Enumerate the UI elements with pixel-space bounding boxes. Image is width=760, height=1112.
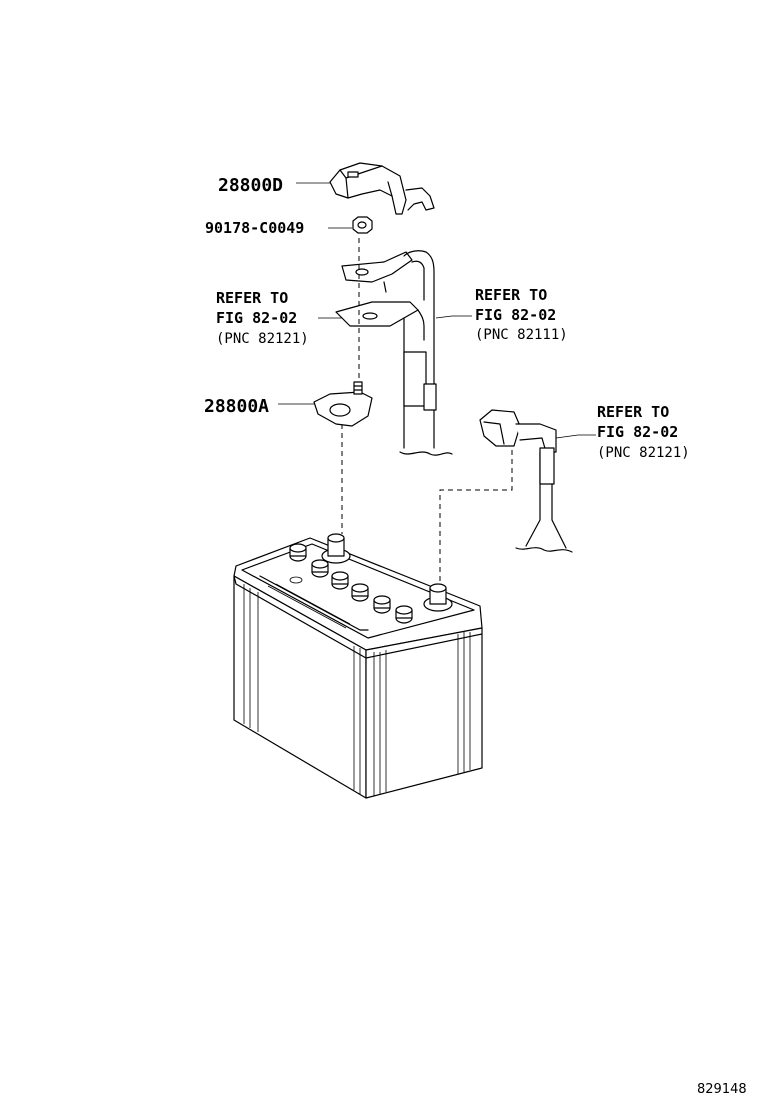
- svg-text:FIG 82-02: FIG 82-02: [597, 423, 678, 441]
- reference-note-center[interactable]: REFER TO FIG 82-02 (PNC 82111): [475, 286, 568, 343]
- svg-text:REFER TO: REFER TO: [216, 289, 288, 307]
- positive-cable: [399, 250, 453, 456]
- callout-90178-C0049[interactable]: 90178-C0049: [205, 219, 304, 237]
- svg-text:FIG 82-02: FIG 82-02: [216, 309, 297, 327]
- terminal-cover-part: [329, 162, 435, 215]
- svg-text:FIG 82-02: FIG 82-02: [475, 306, 556, 324]
- battery-terminal-posts: [321, 533, 453, 612]
- svg-text:(PNC 82121): (PNC 82121): [597, 445, 690, 461]
- svg-text:(PNC 82111): (PNC 82111): [475, 327, 568, 343]
- reference-note-left[interactable]: REFER TO FIG 82-02 (PNC 82121): [216, 289, 309, 347]
- svg-text:(PNC 82121): (PNC 82121): [216, 331, 309, 347]
- polarity-mark: [289, 576, 303, 584]
- figure-number: 829148: [697, 1082, 747, 1097]
- svg-text:REFER TO: REFER TO: [475, 286, 547, 304]
- battery: [233, 537, 483, 799]
- leader-lines: [278, 182, 596, 439]
- callout-28800D[interactable]: 28800D: [218, 175, 283, 196]
- cable-lug-upper: [341, 251, 413, 293]
- callout-28800A[interactable]: 28800A: [204, 396, 269, 417]
- cable-lug-lower: [335, 301, 419, 327]
- terminal-clamp-part: [313, 381, 373, 427]
- nut-part: [352, 216, 373, 234]
- negative-cable: [439, 409, 573, 584]
- reference-note-right[interactable]: REFER TO FIG 82-02 (PNC 82121): [597, 403, 690, 461]
- svg-text:REFER TO: REFER TO: [597, 403, 669, 421]
- battery-cell-caps: [289, 543, 413, 624]
